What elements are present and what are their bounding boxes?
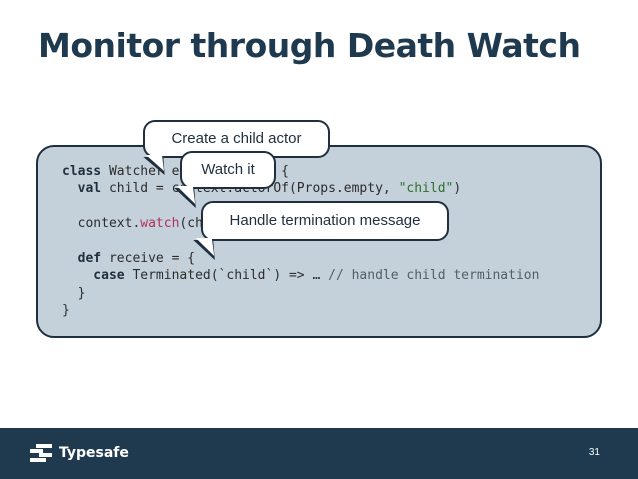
brand-name: Typesafe (59, 445, 129, 461)
code-keyword: case (62, 268, 125, 284)
typesafe-logo-icon (30, 444, 52, 462)
code-comment: // handle child termination (328, 268, 540, 284)
code-line-1: class Watcher extends Actor { (62, 163, 539, 180)
code-string: "child" (398, 181, 454, 197)
code-listing: class Watcher extends Actor { val child … (62, 163, 539, 320)
code-line-7: case Terminated(`child`) => … // handle … (62, 267, 539, 284)
page-number: 31 (588, 447, 600, 458)
code-function: watch (140, 216, 180, 232)
callout-label: Watch it (201, 161, 255, 178)
code-text: context. (62, 216, 141, 232)
code-text: Terminated(`child`) => … (124, 268, 329, 284)
code-block: class Watcher extends Actor { val child … (36, 145, 602, 338)
slide-title: Monitor through Death Watch (38, 26, 581, 65)
code-line-9: } (62, 303, 70, 319)
callout-watch: Watch it (174, 151, 276, 208)
code-text: receive = { (101, 250, 196, 266)
callout-label: Handle termination message (229, 212, 421, 229)
code-line-8: } (62, 285, 86, 301)
footer-bar: Typesafe 31 (0, 428, 638, 479)
code-keyword: def (62, 250, 102, 266)
code-keyword: val (62, 181, 102, 197)
code-keyword: class (62, 164, 102, 179)
code-text: ) (453, 181, 462, 197)
code-line-6: def receive = { (62, 250, 539, 267)
callout-handle-termination: Handle termination message (193, 201, 449, 260)
callout-label: Create a child actor (171, 130, 302, 147)
brand: Typesafe (30, 444, 129, 462)
code-line-2: val child = context.actorOf(Props.empty,… (62, 180, 539, 197)
